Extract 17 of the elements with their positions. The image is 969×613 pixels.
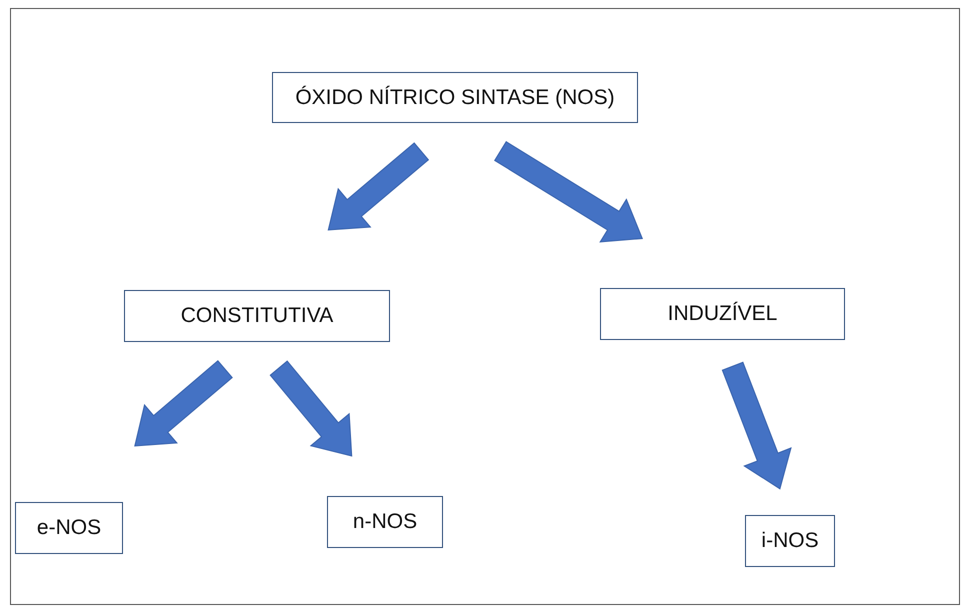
text-box bbox=[124, 290, 390, 342]
block-arrow bbox=[270, 360, 352, 457]
block-arrow bbox=[722, 362, 792, 490]
box-label: e-NOS bbox=[36, 516, 102, 540]
text-box bbox=[15, 502, 123, 554]
text-box bbox=[327, 496, 443, 548]
box-label: i-NOS bbox=[761, 529, 819, 553]
text-box bbox=[745, 515, 835, 567]
block-arrow bbox=[134, 360, 233, 447]
block-arrow bbox=[328, 142, 430, 230]
box-label: ÓXIDO NÍTRICO SINTASE (NOS) bbox=[295, 86, 615, 110]
box-label: n-NOS bbox=[352, 510, 418, 534]
block-arrow bbox=[494, 141, 644, 242]
box-label: INDUZÍVEL bbox=[668, 302, 778, 326]
text-box bbox=[272, 72, 638, 123]
text-box bbox=[600, 288, 845, 340]
box-label: CONSTITUTIVA bbox=[180, 304, 334, 328]
